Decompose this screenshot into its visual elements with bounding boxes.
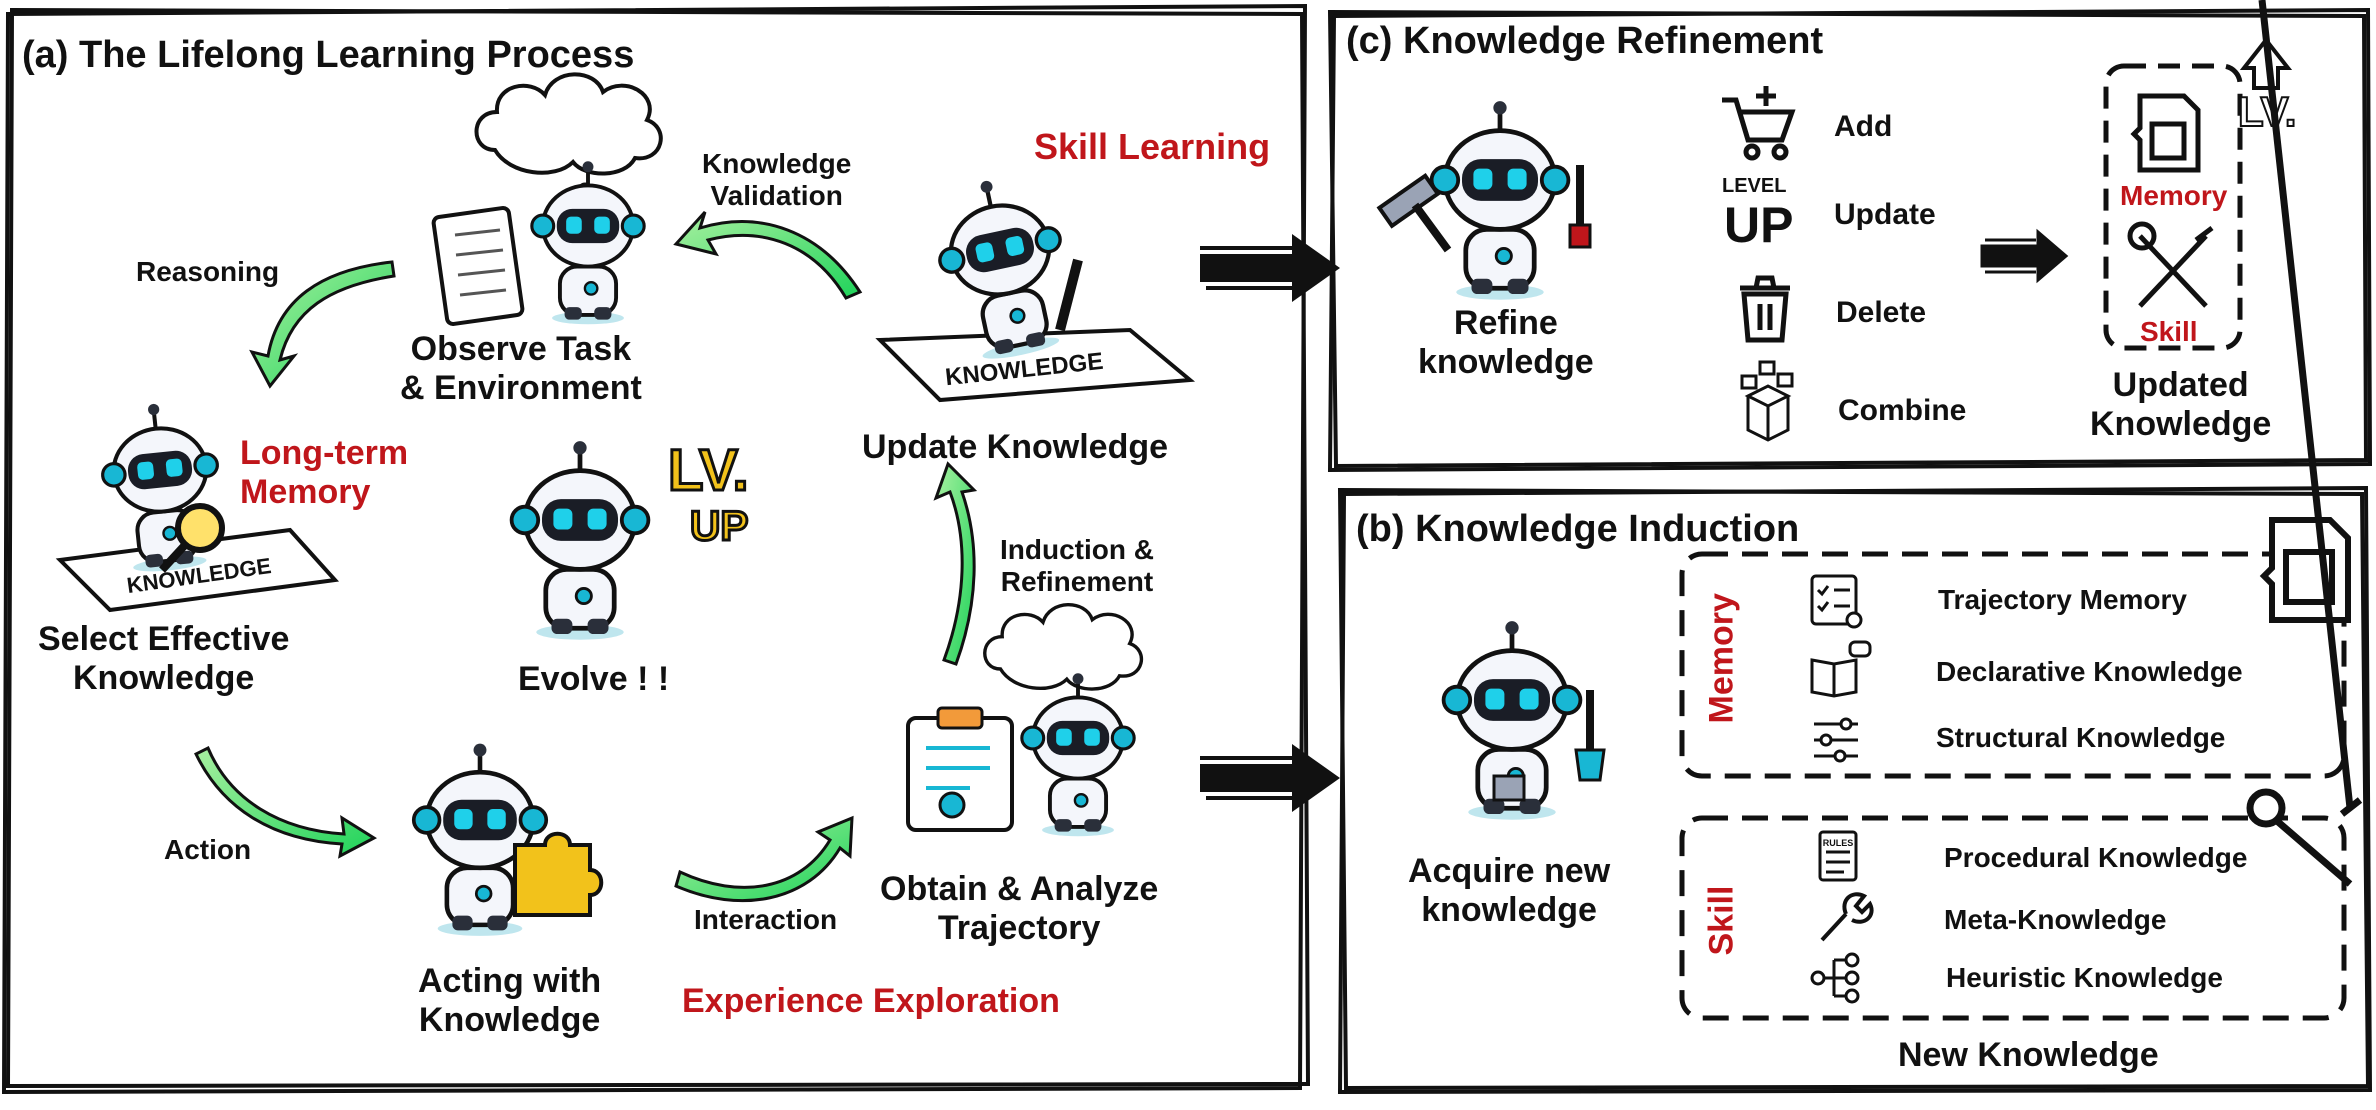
op-add: Add	[1834, 110, 1893, 143]
skill-group-label: Skill	[1702, 885, 1741, 956]
checklist-icon	[1810, 574, 1863, 629]
level-up-icon: LEVEL UP	[1722, 175, 1793, 253]
arrow-to-refinement	[1198, 232, 1342, 304]
panel-a-frame	[1, 3, 1311, 1095]
update-knowledge-node: Update Knowledge	[862, 428, 1169, 466]
new-knowledge-label: New Knowledge	[1898, 1036, 2159, 1074]
long-term-memory-illustration: KNOWLEDGE	[55, 398, 340, 613]
sliders-icon	[1814, 717, 1858, 763]
evolve-robot-illustration: LV. UP	[512, 437, 750, 640]
skill-learning-illustration: KNOWLEDGE	[875, 168, 1196, 403]
refine-robot-illustration	[1376, 101, 1592, 300]
select-effective-knowledge-node: Select Effective Knowledge	[38, 620, 290, 698]
arrow-action	[194, 745, 378, 859]
hierarchy-icon	[1810, 952, 1860, 1004]
updated-knowledge-box	[2103, 63, 2243, 351]
edge-label-knowledge-validation: Knowledge Validation	[702, 148, 852, 212]
acting-with-knowledge-node: Acting with Knowledge	[418, 962, 602, 1040]
experience-exploration-label: Experience Exploration	[682, 982, 1060, 1020]
updated-memory-label: Memory	[2120, 180, 2228, 211]
arrow-reasoning	[249, 260, 396, 389]
trash-icon	[1740, 275, 1790, 343]
op-update: Update	[1834, 198, 1936, 231]
svg-text:UP: UP	[1724, 197, 1793, 253]
acquire-robot-illustration	[1444, 621, 1606, 820]
combine-boxes-icon	[1740, 360, 1794, 442]
evolve-label: Evolve ! !	[518, 660, 670, 698]
book-chat-icon	[1810, 640, 1872, 698]
skill-item-meta: Meta-Knowledge	[1944, 904, 2167, 935]
long-term-memory-label: Long-term Memory	[240, 434, 409, 512]
svg-text:RULES: RULES	[1823, 838, 1854, 848]
memory-group-label: Memory	[1702, 593, 1741, 724]
panel-a-title: (a) The Lifelong Learning Process	[22, 34, 635, 76]
panel-b-frame	[1337, 485, 2373, 1095]
arrow-to-updated-knowledge	[1980, 228, 2069, 284]
memory-card-icon	[2130, 93, 2201, 173]
cart-add-icon	[1722, 86, 1796, 161]
edge-label-interaction: Interaction	[694, 904, 838, 935]
updated-skill-label: Skill	[2140, 316, 2198, 347]
rules-document-icon: RULES	[1818, 830, 1858, 882]
skill-group-box	[1679, 815, 2347, 1021]
acquire-new-knowledge-node: Acquire new knowledge	[1408, 852, 1611, 930]
tools-icon-large	[2246, 0, 2363, 887]
edge-label-induction-refinement: Induction & Refinement	[1000, 534, 1154, 598]
edge-label-reasoning: Reasoning	[136, 256, 280, 287]
tools-icon	[2127, 221, 2214, 308]
op-delete: Delete	[1836, 296, 1927, 329]
up-badge-text: UP	[690, 502, 748, 549]
refine-knowledge-node: Refine knowledge	[1418, 304, 1594, 382]
obtain-analyze-trajectory-node: Obtain & Analyze Trajectory	[880, 870, 1159, 948]
wrench-icon	[1820, 892, 1874, 942]
lv-badge-text: LV.	[668, 438, 749, 503]
memory-card-icon-large	[2259, 517, 2351, 623]
panel-c-title: (c) Knowledge Refinement	[1346, 20, 1824, 62]
memory-item-declarative: Declarative Knowledge	[1936, 656, 2243, 687]
svg-text:LV.: LV.	[2238, 88, 2296, 135]
arrow-interaction	[674, 815, 854, 903]
updated-knowledge-node: Updated Knowledge	[2090, 366, 2272, 444]
observe-task-node: Observe Task & Environment	[400, 330, 642, 408]
arrow-knowledge-validation	[673, 210, 863, 300]
memory-group-box	[1679, 551, 2347, 779]
observe-task-illustration	[431, 72, 663, 327]
op-combine: Combine	[1838, 394, 1967, 427]
arrow-induction-refinement	[933, 461, 978, 666]
acting-robot-illustration	[414, 744, 604, 936]
memory-item-trajectory: Trajectory Memory	[1938, 584, 2187, 615]
skill-learning-label: Skill Learning	[1034, 126, 1271, 167]
panel-c-frame	[1327, 7, 2373, 473]
svg-text:LEVEL: LEVEL	[1722, 175, 1786, 197]
skill-item-heuristic: Heuristic Knowledge	[1946, 962, 2223, 993]
skill-item-procedural: Procedural Knowledge	[1944, 842, 2248, 873]
memory-item-structural: Structural Knowledge	[1936, 722, 2226, 753]
arrow-to-induction	[1198, 742, 1342, 814]
panel-b-title: (b) Knowledge Induction	[1356, 508, 1800, 550]
lv-up-arrow-icon: LV.	[2237, 36, 2297, 136]
puzzle-piece-icon	[513, 831, 604, 917]
obtain-analyze-illustration	[906, 603, 1144, 839]
edge-label-action: Action	[164, 834, 252, 865]
